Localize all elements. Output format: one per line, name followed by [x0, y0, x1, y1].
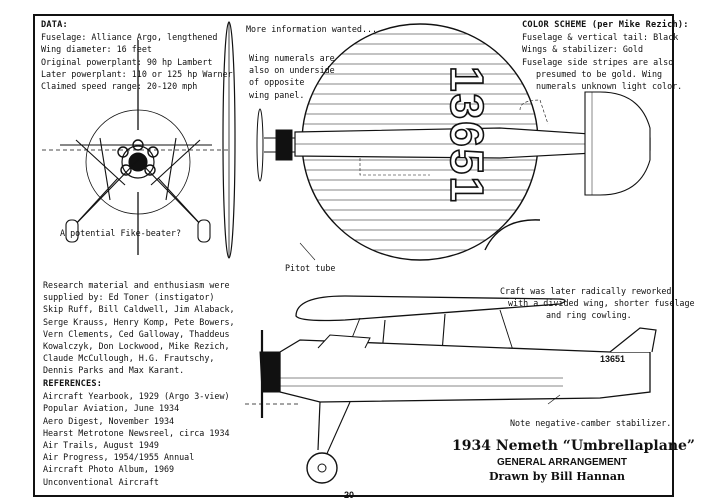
page-number: 20 — [344, 490, 355, 500]
wing-note-line: Wing numerals are — [249, 53, 335, 63]
wing-registration-numerals: 13651 — [440, 65, 494, 205]
data-line: Fuselage: Alliance Argo, lengthened — [41, 32, 218, 43]
craft-rework-note: Craft was later radically reworked with … — [500, 285, 695, 322]
wing-note-line: wing panel. — [249, 89, 305, 100]
drawing-title: 1934 Nemeth “Umbrellaplane” — [452, 438, 695, 454]
color-scheme-line: Fuselage & vertical tail: Black — [522, 32, 679, 43]
color-scheme-line: numerals unknown light color. — [536, 81, 683, 92]
reference-item: Popular Aviation, June 1934 — [43, 403, 180, 414]
drawing-byline: Drawn by Bill Hannan — [489, 470, 625, 483]
reference-item: Air Progress, 1954/1955 Annual — [43, 452, 195, 463]
craft-note-line: with a divided wing, shorter fuselage — [508, 298, 695, 309]
wing-edge-view — [222, 21, 236, 259]
credits-line: Kowalczyk, Don Lockwood, Mike Rezich, — [43, 341, 230, 352]
side-view — [245, 295, 657, 484]
reference-item: Hearst Metrotone Newsreel, circa 1934 — [43, 427, 230, 438]
data-line: Original powerplant: 90 hp Lambert — [41, 56, 213, 67]
references-heading: REFERENCES: — [43, 379, 103, 389]
credits-line: Skip Ruff, Bill Caldwell, Jim Alaback, — [43, 304, 235, 315]
reference-item: Air Trails, August 1949 — [43, 440, 159, 451]
pitot-caption: Pitot tube — [285, 263, 336, 273]
stabilizer-note: Note negative-camber stabilizer. — [510, 418, 672, 428]
reference-item: Aircraft Yearbook, 1929 (Argo 3-view) — [43, 391, 230, 402]
data-heading: DATA: — [41, 20, 68, 30]
credits-line: supplied by: Ed Toner (instigator) — [43, 292, 215, 303]
color-scheme-heading: COLOR SCHEME (per Mike Rezich): — [522, 20, 689, 30]
drawing-subtitle: GENERAL ARRANGEMENT — [497, 457, 628, 468]
credits-line: Vern Clements, Ced Galloway, Thaddeus — [43, 328, 230, 339]
craft-note-line: Craft was later radically reworked — [500, 286, 672, 296]
wing-note-line: of opposite — [249, 77, 305, 88]
references-block: REFERENCES: Aircraft Yearbook, 1929 (Arg… — [43, 378, 230, 488]
data-line: Later powerplant: 110 or 125 hp Warner — [41, 68, 233, 79]
callout-leaders — [299, 242, 561, 405]
data-line: Claimed speed range: 20-120 mph — [41, 81, 198, 92]
data-block: DATA: Fuselage: Alliance Argo, lengthene… — [41, 19, 233, 92]
credits-line: Serge Krauss, Henry Komp, Pete Bowers, — [43, 316, 235, 327]
color-scheme-block: COLOR SCHEME (per Mike Rezich): Fuselage… — [522, 19, 689, 92]
credits-line: Dennis Parks and Max Karant. — [43, 365, 185, 376]
fuselage-registration: 13651 — [600, 354, 626, 364]
fike-caption: A potential Fike-beater? — [60, 228, 182, 238]
reference-item: Aero Digest, November 1934 — [43, 415, 175, 426]
reference-item: Unconventional Aircraft — [43, 476, 159, 487]
credits-line: Research material and enthusiasm were — [43, 280, 230, 290]
craft-note-line: and ring cowling. — [546, 310, 632, 321]
reference-item: Aircraft Photo Album, 1969 — [43, 464, 175, 475]
wing-note-line: also on underside — [249, 65, 335, 76]
color-scheme-line: presumed to be gold. Wing — [536, 68, 663, 79]
more-info-note: More information wanted... — [246, 24, 378, 34]
page-border — [33, 14, 674, 497]
front-view — [42, 40, 228, 255]
data-line: Wing diameter: 16 feet — [41, 44, 152, 55]
color-scheme-line: Wings & stabilizer: Gold — [522, 44, 644, 55]
color-scheme-line: Fuselage side stripes are also — [522, 56, 674, 67]
credits-block: Research material and enthusiasm were su… — [43, 279, 235, 377]
credits-line: Claude McCullough, H.G. Frautschy, — [43, 353, 215, 364]
wing-numerals-note: Wing numerals are also on underside of o… — [249, 52, 335, 101]
